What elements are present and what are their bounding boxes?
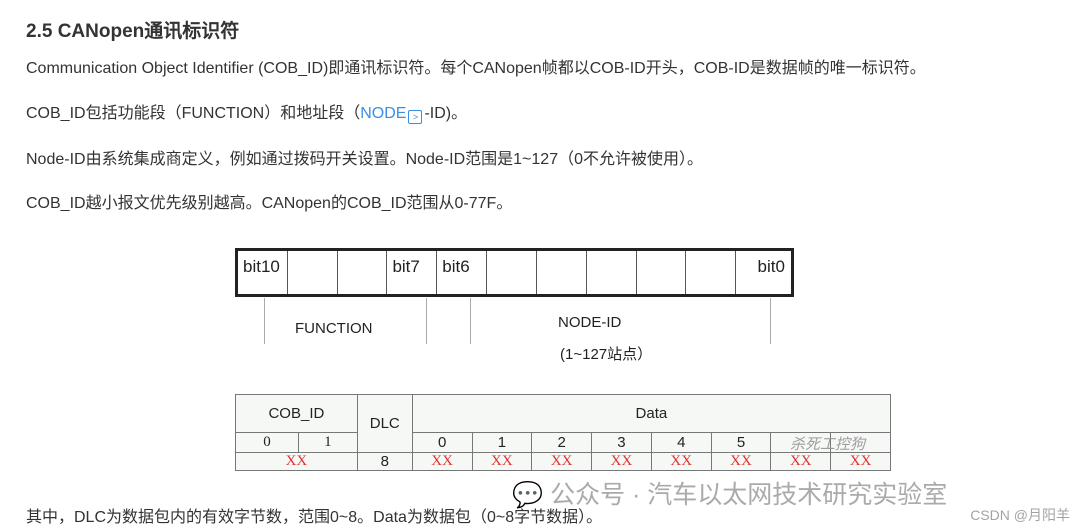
bit-cell: [686, 251, 737, 294]
data-index: 1: [471, 432, 533, 453]
node-link[interactable]: NODE: [360, 105, 407, 122]
cob-sub: 1: [297, 432, 358, 453]
divider-line: [426, 298, 427, 344]
data-index: 4: [650, 432, 712, 453]
bit-cell: [637, 251, 687, 294]
bit-cell: bit10: [238, 251, 288, 294]
data-index: 2: [531, 432, 593, 453]
data-index: 0: [411, 432, 473, 453]
divider-line: [770, 298, 771, 344]
image-watermark: 杀死工控狗: [790, 436, 866, 453]
dlc-value: 8: [356, 452, 413, 471]
data-value: XX: [471, 452, 533, 471]
text: -ID)。: [424, 105, 468, 122]
data-index: 3: [591, 432, 652, 453]
text: 公众号 · 汽车以太网技术研究实验室: [550, 481, 948, 509]
paragraph-priority: COB_ID越小报文优先级别越高。CANopen的COB_ID范围从0-77F。: [26, 195, 513, 212]
data-header: Data: [411, 394, 892, 433]
paragraph-cob-id-intro: Communication Object Identifier (COB_ID)…: [26, 60, 926, 77]
csdn-watermark: CSDN @月阳羊: [970, 507, 1070, 523]
data-index: 5: [710, 432, 772, 453]
data-index: [770, 432, 832, 453]
bit-cell: [338, 251, 388, 294]
data-value: XX: [591, 452, 652, 471]
paragraph-dlc-data: 其中，DLC为数据包内的有效字节数，范围0~8。Data为数据包（0~8字节数据…: [26, 509, 603, 526]
data-value: XX: [650, 452, 712, 471]
divider-line: [470, 298, 471, 344]
bit-cell: [487, 251, 537, 294]
bit-cell: bit6: [437, 251, 488, 294]
paragraph-node-id: Node-ID由系统集成商定义，例如通过拨码开关设置。Node-ID范围是1~1…: [26, 151, 703, 168]
node-range-label: (1~127站点）: [560, 346, 653, 363]
divider-line: [264, 298, 265, 344]
text: COB_ID包括功能段（FUNCTION）和地址段（: [26, 105, 361, 122]
data-index: [830, 432, 891, 453]
bit-cell: bit7: [387, 251, 438, 294]
bit-cell: [288, 251, 338, 294]
data-value: XX: [830, 452, 891, 471]
function-label: FUNCTION: [295, 320, 373, 337]
node-id-label: NODE-ID: [558, 314, 622, 331]
dlc-header: DLC: [356, 394, 413, 453]
can-frame-table: COB_ID DLC Data 0 1 0 1 2 3 4 5 XX 8 XX …: [235, 394, 892, 471]
wechat-icon: 💬: [512, 481, 544, 509]
cob-sub: 0: [235, 432, 299, 453]
bit-diagram: bit10 bit7 bit6 bit0: [235, 248, 794, 297]
bit-cell: bit0: [757, 257, 785, 276]
data-value: XX: [770, 452, 832, 471]
cob-value: XX: [235, 452, 358, 471]
data-value: XX: [411, 452, 473, 471]
cob-id-header: COB_ID: [235, 394, 358, 433]
data-value: XX: [710, 452, 772, 471]
paragraph-cob-id-parts: COB_ID包括功能段（FUNCTION）和地址段（NODE>-ID)。: [26, 99, 467, 124]
account-watermark: 💬 公众号 · 汽车以太网技术研究实验室: [512, 475, 947, 511]
data-value: XX: [531, 452, 593, 471]
section-heading: 2.5 CANopen通讯标识符: [26, 21, 240, 42]
bit-cell: [587, 251, 637, 294]
bit-cell: [537, 251, 587, 294]
external-link-icon[interactable]: >: [408, 110, 423, 124]
